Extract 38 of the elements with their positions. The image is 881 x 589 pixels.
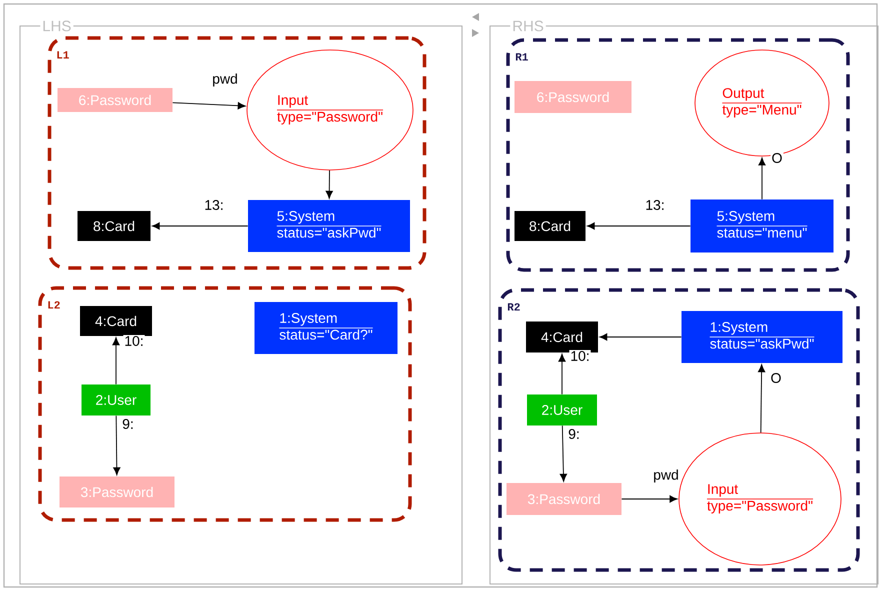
class-box: 8:Card [514,211,586,241]
edge-label: 9: [567,428,581,440]
arrow [326,170,333,199]
ellipse-node: Input type="Password" [678,432,842,566]
ellipse-node: Input type="Password" [246,50,414,170]
class-box: 1:System status="Card?" [254,302,398,354]
arrow [560,425,568,482]
arrow [112,337,120,385]
edge-label: pwd [652,468,680,484]
arrow [586,222,691,230]
edge-label: 10: [123,335,145,347]
class-box: 2:User [527,394,597,426]
class-box: 2:User [82,384,150,416]
edge-label: 9: [121,418,135,430]
class-box: 3:Password [60,476,174,508]
class-box: 1:System status="askPwd" [682,311,842,363]
arrow [621,495,678,503]
arrow [558,354,566,395]
class-box: 4:Card [80,306,152,336]
arrow [599,333,682,341]
edge-label: 10: [569,350,591,362]
arrow [152,222,248,230]
edge-label: 13: [203,199,225,211]
edge-label: O [770,152,784,164]
class-box: 3:Password [506,483,622,515]
edge-label: O [770,372,782,384]
arrow [758,364,766,434]
arrow [113,415,120,476]
arrow [172,102,246,110]
arrow [758,158,766,200]
class-box: 8:Card [78,211,150,241]
class-box: 6:Password [58,88,172,112]
class-box: 5:System status="menu" [690,200,834,252]
class-box: 5:System status="askPwd" [248,200,410,252]
edge-label: 13: [644,199,666,211]
edge-label: pwd [211,72,239,88]
class-box: 6:Password [514,81,632,113]
class-box: 4:Card [526,322,598,352]
